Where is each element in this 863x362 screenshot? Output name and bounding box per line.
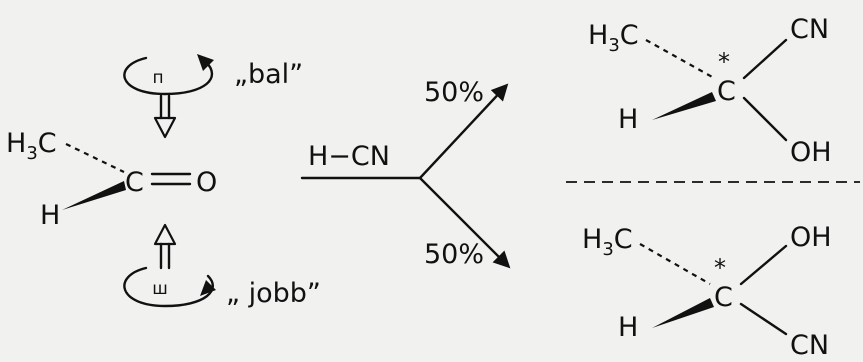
- reactant-wedge-bond: [62, 181, 126, 210]
- reactant-oxygen-label: O: [196, 167, 217, 198]
- reactant-molecule: H3C H C O: [6, 128, 217, 231]
- product-top-lower-right: OH: [790, 137, 832, 168]
- product-top-wedge-bond: [652, 92, 716, 120]
- reactant-dashed-bond: [65, 143, 125, 173]
- product-top-dashed-bond: [645, 39, 715, 79]
- product-bottom-bond-upper: [739, 244, 788, 286]
- rotation-arrow-top-icon: [123, 56, 213, 96]
- product-bottom-stereocenter-star: *: [714, 254, 726, 282]
- product-bottom-upper-right: OH: [790, 222, 832, 253]
- product-top-methyl-label: H3C: [588, 20, 639, 56]
- attack-bottom-group: ш „ jobb”: [123, 223, 321, 309]
- face-symbol-top: п: [152, 68, 163, 88]
- product-bottom-lower-right: CN: [790, 330, 829, 358]
- attack-label-jobb: „ jobb”: [226, 278, 321, 309]
- attack-top-group: п „bal”: [123, 54, 303, 139]
- product-bottom-methyl-label: H3C: [582, 224, 633, 260]
- product-top-molecule: H3C * C CN OH H: [588, 14, 832, 168]
- product-bottom-wedge-bond: [652, 298, 714, 328]
- attack-label-bal: „bal”: [234, 59, 303, 90]
- product-bottom-dashed-bond: [639, 243, 711, 285]
- product-top-upper-right: CN: [790, 14, 829, 45]
- product-bottom-carbon-label: C: [714, 282, 733, 313]
- reactant-carbon-label: C: [125, 167, 144, 198]
- approach-arrow-top-icon: [153, 116, 177, 139]
- product-top-carbon-label: C: [717, 76, 736, 107]
- approach-arrow-bottom-icon: [153, 223, 177, 246]
- reactant-hydrogen-label: H: [40, 200, 60, 231]
- rotation-arrowhead-bottom-icon: [200, 280, 216, 296]
- split-arrow-bottom: [418, 176, 511, 269]
- product-bottom-molecule: H3C * C OH CN H: [582, 222, 832, 361]
- reaction-arrows: H−CN 50% 50%: [300, 77, 511, 270]
- reagent-label: H−CN: [308, 141, 390, 172]
- yield-top-label: 50%: [424, 77, 484, 108]
- product-top-hydrogen: H: [618, 104, 638, 135]
- face-symbol-bottom: ш: [152, 279, 168, 299]
- rotation-arrow-bottom-icon: [123, 266, 214, 308]
- product-bottom-bond-lower: [739, 302, 788, 336]
- product-top-stereocenter-star: *: [718, 48, 730, 76]
- yield-bottom-label: 50%: [424, 239, 484, 270]
- product-top-bond-upper: [742, 38, 788, 80]
- product-bottom-hydrogen: H: [618, 312, 638, 343]
- rotation-arrowhead-top-icon: [197, 54, 214, 71]
- product-top-bond-lower: [742, 96, 788, 142]
- reactant-methyl-label: H3C: [6, 128, 57, 164]
- split-arrow-top: [418, 83, 509, 180]
